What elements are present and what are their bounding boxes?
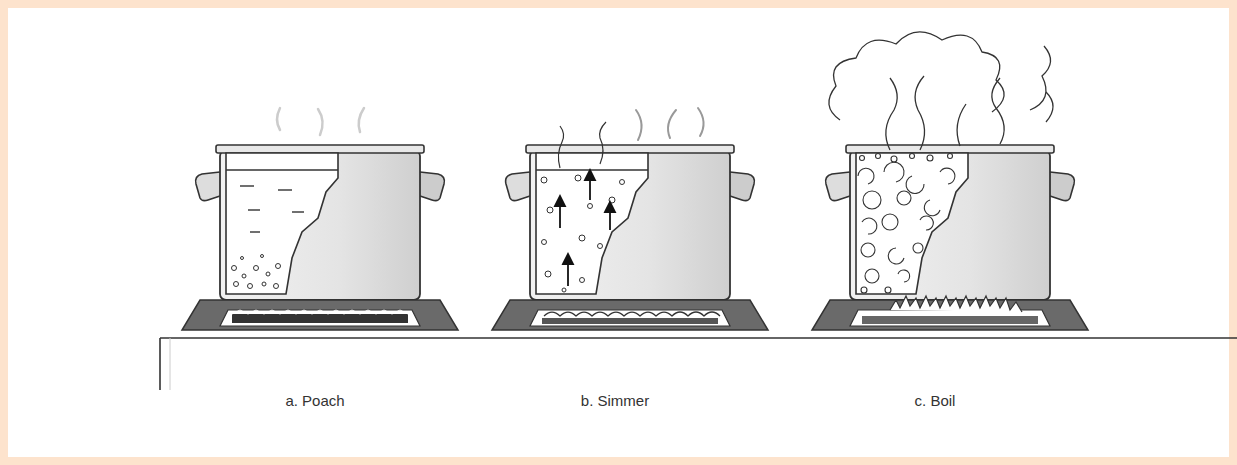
poach-pot xyxy=(182,108,458,330)
caption-label: c. Boil xyxy=(915,392,956,409)
boil-pot xyxy=(812,32,1088,330)
caption-label: a. Poach xyxy=(285,392,344,409)
caption-label: b. Simmer xyxy=(581,392,649,409)
simmer-pot xyxy=(492,108,768,330)
